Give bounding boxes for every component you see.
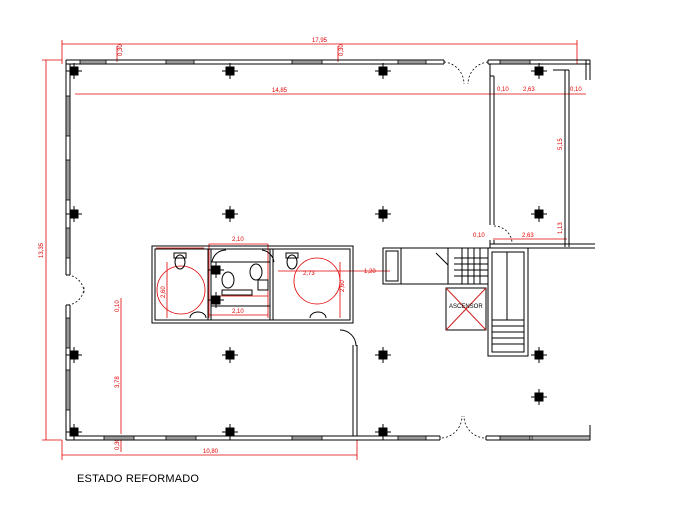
dim-wc-mid: 2,10 xyxy=(232,309,244,315)
column-marker xyxy=(222,424,238,440)
column-marker xyxy=(208,262,224,278)
dim-upper-left: 0,10 xyxy=(115,300,121,312)
column-marker xyxy=(66,206,82,222)
dim-corridor: 1,20 xyxy=(364,269,376,275)
dim-mid-right-b: 2,63 xyxy=(522,233,534,239)
column-marker xyxy=(375,206,391,222)
column-marker xyxy=(222,347,238,363)
columns xyxy=(66,63,547,440)
dim-top-right-a: 0,10 xyxy=(497,87,509,93)
windows xyxy=(65,59,591,441)
dim-top-right-b: 2,63 xyxy=(523,87,535,93)
dim-total-height: 13,35 xyxy=(39,242,45,258)
column-marker xyxy=(208,292,224,308)
column-marker xyxy=(375,347,391,363)
column-marker xyxy=(66,63,82,79)
dim-mid-right-a: 0,10 xyxy=(473,233,485,239)
dim-window-left: 0,30 xyxy=(118,44,124,56)
column-marker xyxy=(375,63,391,79)
dim-lower-height: 3,78 xyxy=(115,376,121,388)
dim-wc-left: 2,60 xyxy=(161,286,167,298)
walls xyxy=(65,59,595,441)
dim-wc-right: 2,60 xyxy=(340,280,346,292)
elevator-label: ASCENSOR xyxy=(449,304,483,310)
dimension-lines xyxy=(42,40,586,460)
doors xyxy=(67,61,513,439)
dim-right-small: 1,13 xyxy=(558,222,564,234)
dim-top-right-c: 0,10 xyxy=(570,87,582,93)
elevator: ASCENSOR xyxy=(445,287,487,331)
column-marker xyxy=(531,347,547,363)
dim-wc-circle: 2,73 xyxy=(303,271,315,277)
drawing-title: ESTADO REFORMADO xyxy=(77,473,200,485)
column-marker xyxy=(222,63,238,79)
dim-inner-width: 14,85 xyxy=(272,88,288,94)
dim-window-bottom: 0,30 xyxy=(115,438,121,450)
column-marker xyxy=(375,424,391,440)
dim-total-width: 17,95 xyxy=(312,38,328,44)
column-marker xyxy=(222,206,238,222)
column-marker xyxy=(66,424,82,440)
dim-window-top: 0,30 xyxy=(339,44,345,56)
column-marker xyxy=(531,63,547,79)
dim-wc-top: 2,10 xyxy=(232,237,244,243)
wc-block xyxy=(151,245,357,347)
stair-core xyxy=(382,247,529,357)
column-marker xyxy=(531,389,547,405)
column-marker xyxy=(531,206,547,222)
dim-bottom-width: 10,80 xyxy=(203,449,219,455)
dim-right-vertical: 5,15 xyxy=(558,138,564,150)
column-marker xyxy=(66,347,82,363)
dimension-labels: 17,95 14,85 10,80 0,10 2,63 0,10 0,10 2,… xyxy=(39,38,582,455)
